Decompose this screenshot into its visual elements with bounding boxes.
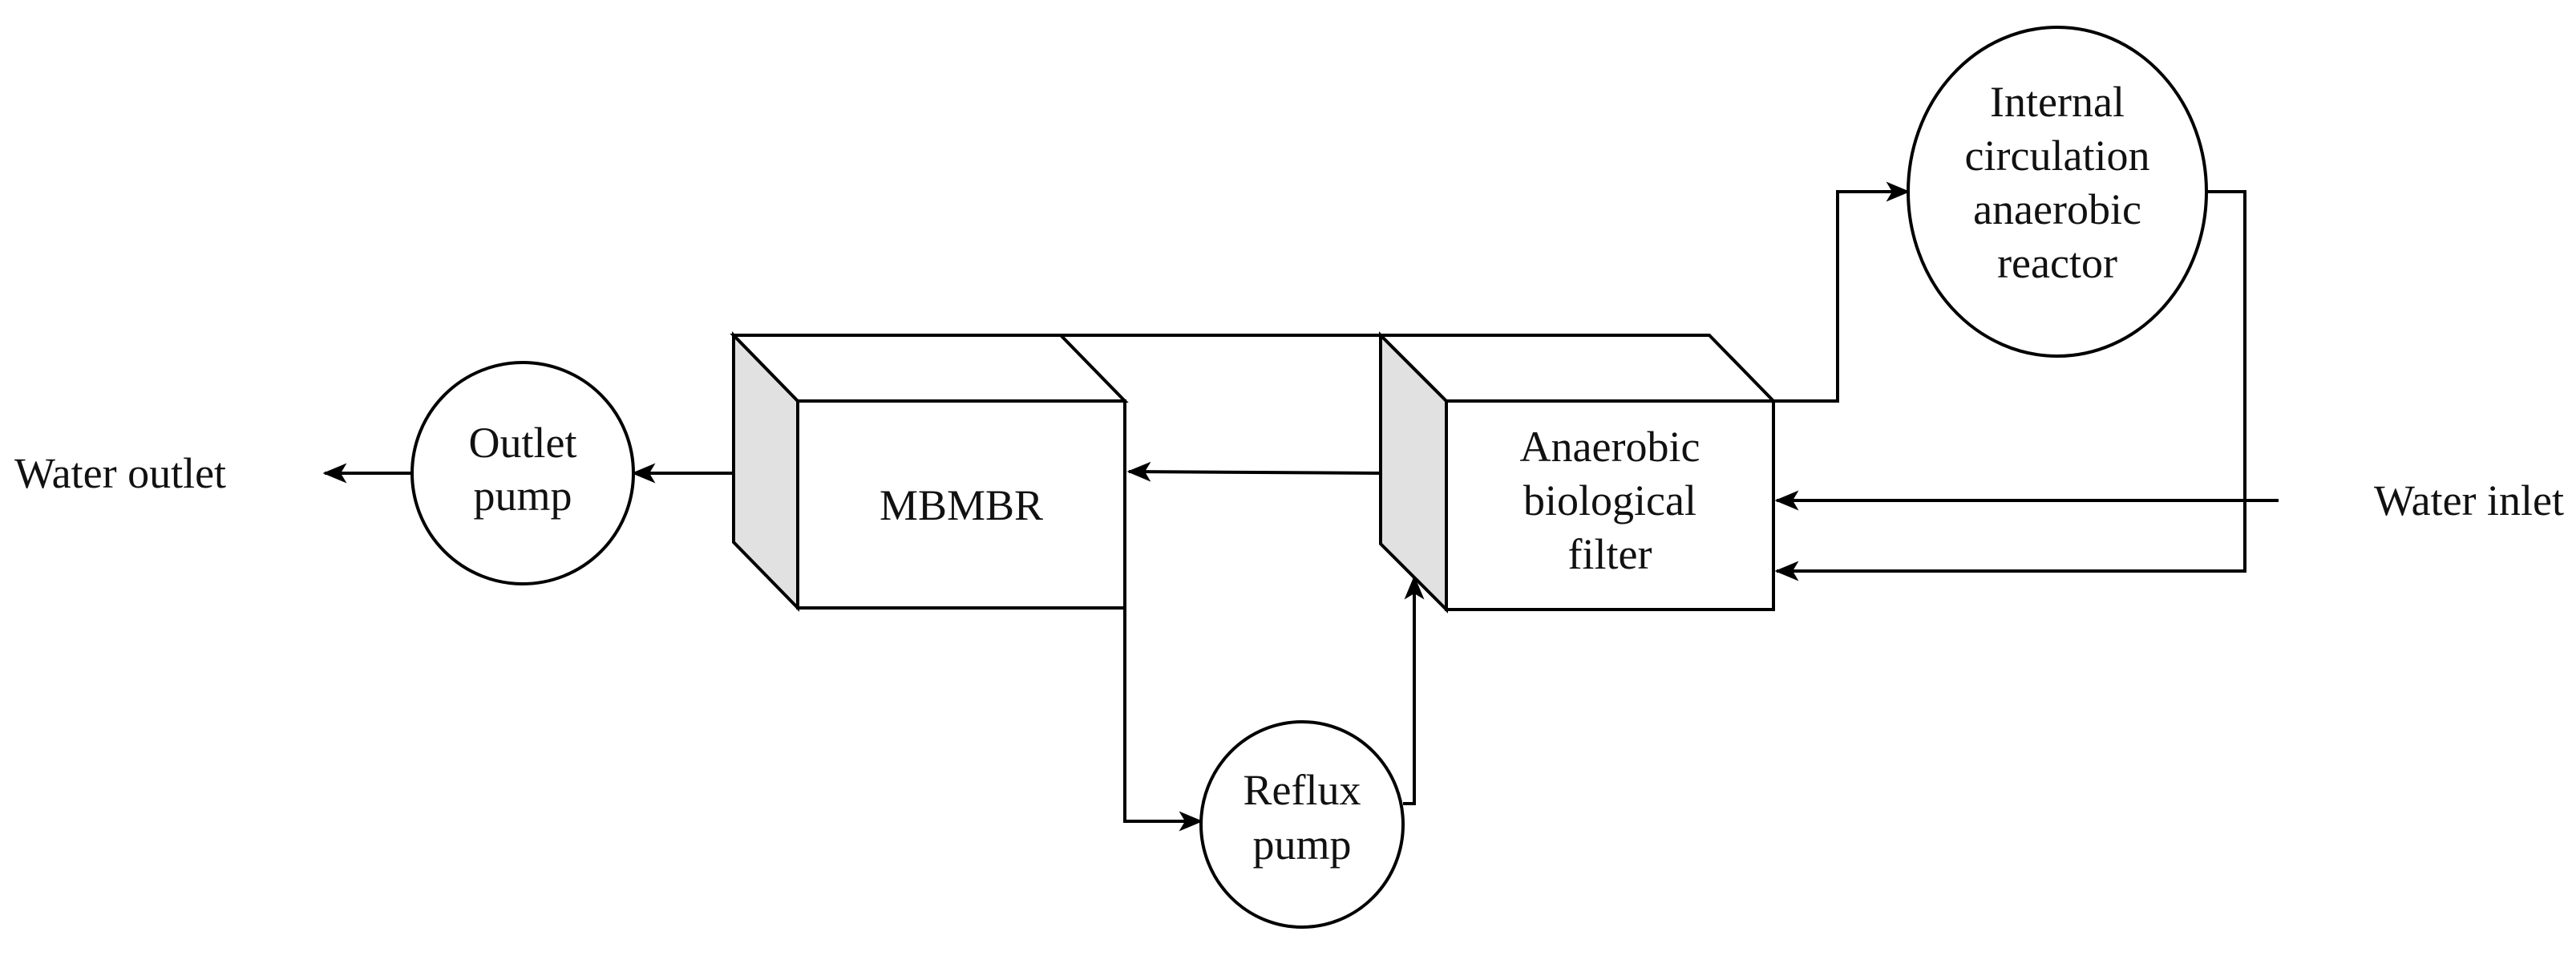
filter-label-line-2: biological (1523, 476, 1696, 525)
anaerobic-biological-filter-box: Anaerobic biological filter (908, 331, 1777, 614)
filter-label-line-3: filter (1568, 530, 1652, 578)
water-outlet-label: Water outlet (14, 449, 226, 497)
reactor-label-line-3: anaerobic (1973, 185, 2141, 233)
edge-filter-to-mbmbr (1126, 461, 1381, 482)
reactor-label-line-4: reactor (1997, 239, 2117, 287)
edge-mbmbr-to-reflux-pump (1123, 608, 1203, 832)
mbmbr-box-top (730, 334, 1129, 403)
outlet-pump-label-line-2: pump (473, 472, 572, 520)
edge-reflux-pump-to-filter (1403, 575, 1425, 805)
outlet-pump-label-line-1: Outlet (469, 419, 577, 467)
filter-box-top-face (1377, 334, 1777, 403)
reflux-pump-label-line-1: Reflux (1244, 766, 1361, 814)
reflux-pump-circle (1199, 720, 1405, 929)
internal-circulation-anaerobic-reactor: Internal circulation anaerobic reactor (1907, 26, 2208, 358)
mbmbr-label: MBMBR (880, 481, 1043, 529)
mbmbr-box-front (796, 399, 1126, 610)
reactor-label-line-2: circulation (1965, 132, 2150, 180)
outlet-pump-circle (410, 361, 635, 585)
outlet-pump: Outlet pump (410, 361, 635, 585)
edge-reactor-return-to-filter (1774, 190, 2246, 581)
reactor-label-line-1: Internal (1990, 78, 2125, 126)
reactor-circle (1907, 26, 2208, 358)
edge-filter-to-reactor (1773, 181, 1911, 403)
reflux-pump-label-line-2: pump (1252, 820, 1351, 869)
filter-label-line-1: Anaerobic (1520, 423, 1700, 471)
reflux-pump: Reflux pump (1199, 720, 1405, 929)
mbmbr-box: MBMBR (730, 331, 1129, 612)
water-inlet-label: Water inlet (2374, 476, 2564, 525)
filter-box-front (1445, 399, 1775, 611)
